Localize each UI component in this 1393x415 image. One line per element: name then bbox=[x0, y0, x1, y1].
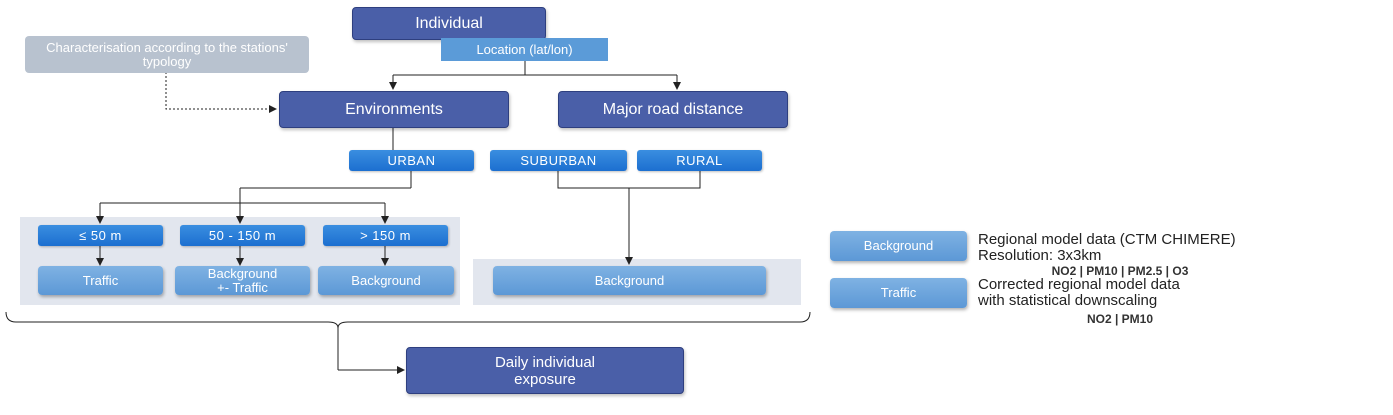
major-road-label: Major road distance bbox=[602, 100, 744, 118]
distance-label-1: ≤ 50 m bbox=[79, 228, 122, 243]
environments-label: Environments bbox=[345, 100, 443, 118]
result-node-traffic: Traffic bbox=[38, 266, 163, 295]
distance-node-3: > 150 m bbox=[323, 225, 448, 246]
suburban-label: SUBURBAN bbox=[520, 153, 597, 168]
legend-background-pollutants: NO2 | PM10 | PM2.5 | O3 bbox=[1051, 264, 1189, 278]
legend-traffic-line1: Corrected regional model data bbox=[978, 276, 1180, 293]
location-label: Location (lat/lon) bbox=[476, 42, 573, 57]
rural-label: RURAL bbox=[676, 153, 723, 168]
result-label-background-line2: +- Traffic bbox=[217, 279, 268, 295]
environments-node: Environments bbox=[279, 91, 509, 128]
legend-chip-traffic: Traffic bbox=[830, 278, 967, 308]
individual-label: Individual bbox=[415, 14, 483, 32]
legend-chip-traffic-label: Traffic bbox=[880, 285, 917, 300]
result-node-background-rural: Background bbox=[493, 266, 766, 295]
distance-node-2: 50 - 150 m bbox=[180, 225, 305, 246]
daily-exposure-node: Daily individual exposure bbox=[406, 347, 684, 394]
legend-background-desc: Regional model data (CTM CHIMERE) Resolu… bbox=[978, 232, 1388, 264]
individual-node: Individual bbox=[352, 7, 546, 40]
suburban-node: SUBURBAN bbox=[490, 150, 627, 171]
urban-label: URBAN bbox=[387, 153, 436, 168]
result-label-background-urban: Background bbox=[351, 272, 421, 288]
legend-background-line2: Resolution: 3x3km bbox=[978, 247, 1102, 264]
legend-chip-background-label: Background bbox=[863, 238, 934, 253]
result-node-background-traffic: Background +- Traffic bbox=[175, 266, 310, 295]
legend-traffic-desc: Corrected regional model data with stati… bbox=[978, 277, 1388, 309]
rural-node: RURAL bbox=[637, 150, 762, 171]
urban-node: URBAN bbox=[349, 150, 474, 171]
legend-traffic-pollutants: NO2 | PM10 bbox=[1086, 312, 1154, 326]
distance-node-1: ≤ 50 m bbox=[38, 225, 163, 246]
result-label-background-line1: Background bbox=[207, 265, 278, 281]
legend-background-line1: Regional model data (CTM CHIMERE) bbox=[978, 231, 1236, 248]
result-node-background-urban: Background bbox=[318, 266, 454, 295]
distance-label-2: 50 - 150 m bbox=[208, 228, 277, 243]
distance-label-3: > 150 m bbox=[360, 228, 411, 243]
legend-chip-background: Background bbox=[830, 231, 967, 261]
result-label-traffic: Traffic bbox=[82, 272, 119, 288]
location-node: Location (lat/lon) bbox=[441, 38, 608, 61]
characterisation-label: Characterisation according to the statio… bbox=[46, 39, 288, 69]
daily-exposure-line2: exposure bbox=[514, 370, 576, 388]
daily-exposure-line1: Daily individual bbox=[494, 353, 596, 371]
characterisation-node: Characterisation according to the statio… bbox=[25, 36, 309, 73]
result-label-background-rural: Background bbox=[594, 272, 665, 288]
major-road-node: Major road distance bbox=[558, 91, 788, 128]
legend-traffic-line2: with statistical downscaling bbox=[978, 292, 1158, 309]
